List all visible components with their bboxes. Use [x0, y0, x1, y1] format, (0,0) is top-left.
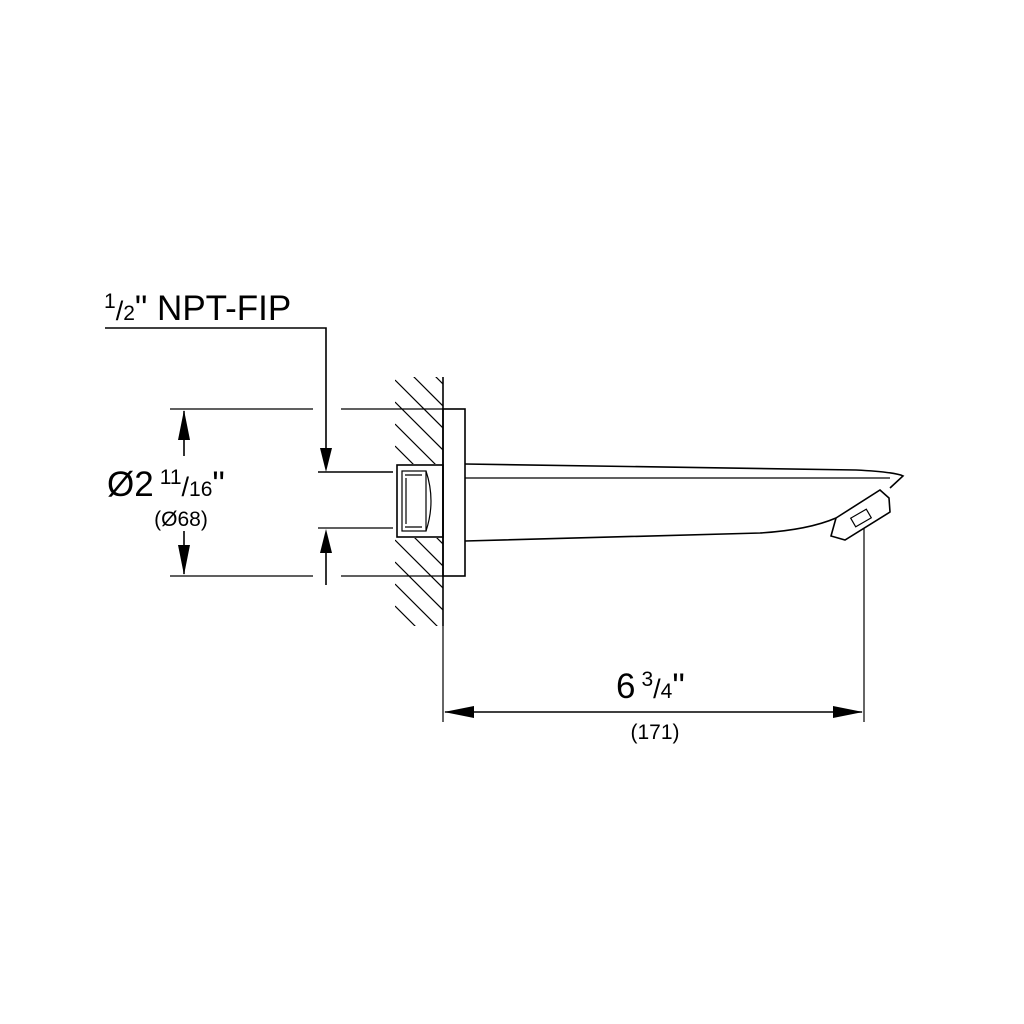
diameter-extension-lines: [170, 408, 443, 577]
diameter-whole: 2: [134, 465, 153, 504]
thread-lower-arrow: [320, 529, 332, 585]
length-metric-label: (171): [630, 721, 679, 744]
length-fraction-numerator: 3: [641, 668, 653, 691]
diameter-fraction-slash: /: [182, 472, 190, 502]
thread-inch-mark: ": [135, 289, 147, 328]
length-extension-lines: [442, 528, 865, 722]
wall-hatching-lower: [395, 538, 443, 626]
length-dimension-line: [444, 706, 863, 718]
diameter-symbol: Ø: [107, 465, 134, 504]
thread-spec: NPT-FIP: [147, 289, 291, 328]
diameter-dimension-line: [178, 410, 190, 575]
thread-fraction-numerator: 1: [104, 290, 116, 313]
pipe-fitting: [396, 464, 444, 538]
thread-fraction-denominator: 2: [123, 302, 135, 325]
length-fraction-slash: /: [653, 674, 661, 704]
thread-fraction-slash: /: [116, 296, 124, 326]
escutcheon-plate: [442, 408, 466, 577]
diameter-inch-mark: ": [212, 465, 224, 504]
length-fraction-denominator: 4: [661, 680, 673, 703]
diameter-fraction-numerator: 11: [160, 466, 182, 489]
length-inch-mark: ": [672, 667, 684, 706]
diameter-fraction-denominator: 16: [189, 478, 212, 501]
diameter-metric-label: (Ø68): [154, 508, 208, 531]
wall-hatching-upper: [395, 377, 443, 464]
diameter-imperial-label: Ø2 11/16": [107, 465, 225, 504]
spout-body: [464, 463, 905, 542]
length-whole: 6: [616, 667, 635, 706]
thread-callout-leader: [105, 327, 393, 473]
thread-callout-label: 1/2" NPT-FIP: [104, 289, 291, 328]
